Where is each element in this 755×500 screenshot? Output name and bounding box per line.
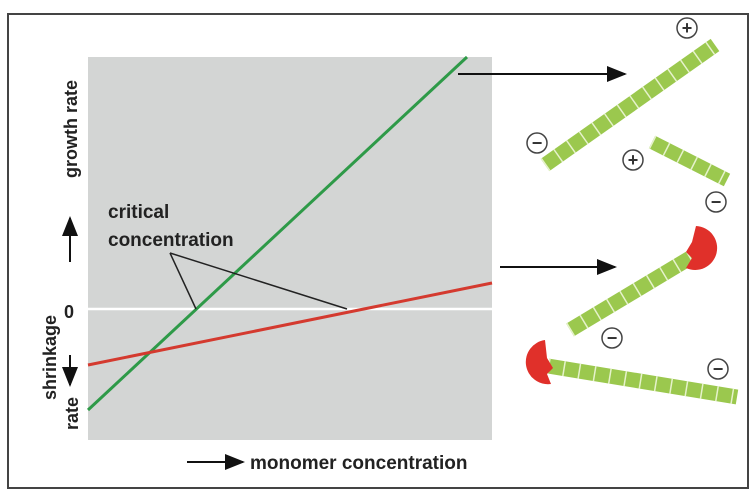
filament-capped-lower: [546, 358, 739, 405]
y-label-growth: growth rate: [61, 80, 81, 178]
minus-end-icon: [601, 327, 623, 349]
capping-protein-lower: [525, 340, 553, 385]
plus-symbol: +: [628, 150, 639, 170]
minus-end-icon: [707, 358, 729, 380]
y-label-rate: rate: [62, 397, 82, 430]
plot-area: [88, 57, 492, 440]
minus-symbol: −: [532, 133, 543, 153]
filament-long-growing: [540, 38, 720, 172]
annotation-line2: concentration: [108, 230, 234, 251]
y-label-shrinkage: shrinkage: [40, 315, 60, 400]
y-label-zero: 0: [64, 302, 74, 322]
red-line: [87, 281, 493, 367]
pointer-line-red: [169, 252, 348, 310]
minus-end-icon: [705, 191, 727, 213]
x-label: monomer concentration: [250, 453, 467, 474]
plus-end-icon: [622, 149, 644, 171]
filament-capped-upper: [566, 245, 704, 337]
minus-symbol: −: [713, 359, 724, 379]
pointer-line-green: [169, 252, 197, 310]
minus-symbol: −: [711, 192, 722, 212]
filament-short: [648, 135, 731, 187]
plus-end-icon: [676, 17, 698, 39]
minus-symbol: −: [607, 328, 618, 348]
capping-protein-upper: [686, 226, 718, 270]
annotation-line1: critical: [108, 202, 169, 223]
plus-symbol: +: [682, 18, 693, 38]
minus-end-icon: [526, 132, 548, 154]
